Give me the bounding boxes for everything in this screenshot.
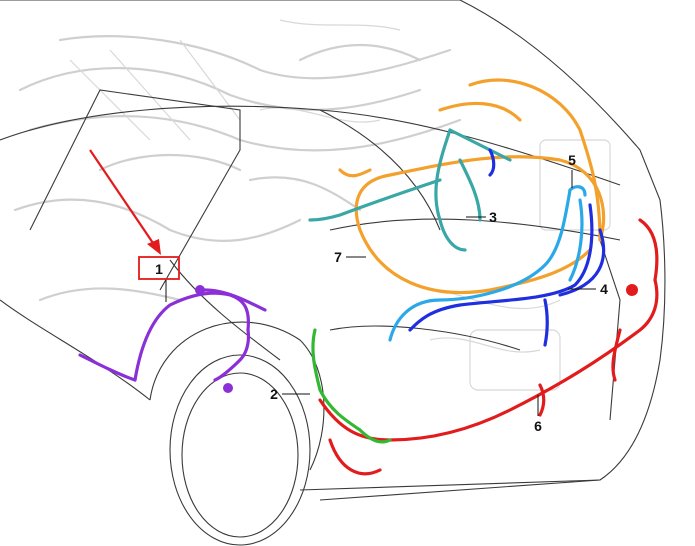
callout-7: 7 (334, 249, 366, 265)
callout-5-label: 5 (568, 152, 576, 168)
callout-6-label: 6 (534, 418, 542, 434)
vehicle-outline (0, 0, 666, 546)
callout-7-label: 7 (334, 249, 342, 265)
harness-7 (338, 78, 606, 295)
callout-1-label: 1 (155, 261, 163, 277)
harness-1 (78, 285, 267, 393)
harness-3 (308, 128, 512, 252)
callout-4-label: 4 (600, 281, 608, 297)
harness-5 (388, 185, 587, 342)
callout-1-highlight-box (138, 256, 180, 280)
callout-1: 1 (138, 256, 180, 302)
callout-6: 6 (534, 395, 542, 434)
callout-3: 3 (466, 209, 497, 225)
callout-5: 5 (568, 152, 576, 188)
callout-4: 4 (568, 281, 608, 297)
callout-3-label: 3 (489, 209, 497, 225)
harness-4 (408, 148, 606, 347)
callout-2-label: 2 (270, 386, 278, 402)
callout-2: 2 (270, 386, 310, 402)
pointer-arrow (89, 149, 161, 255)
harness-2 (311, 328, 392, 444)
